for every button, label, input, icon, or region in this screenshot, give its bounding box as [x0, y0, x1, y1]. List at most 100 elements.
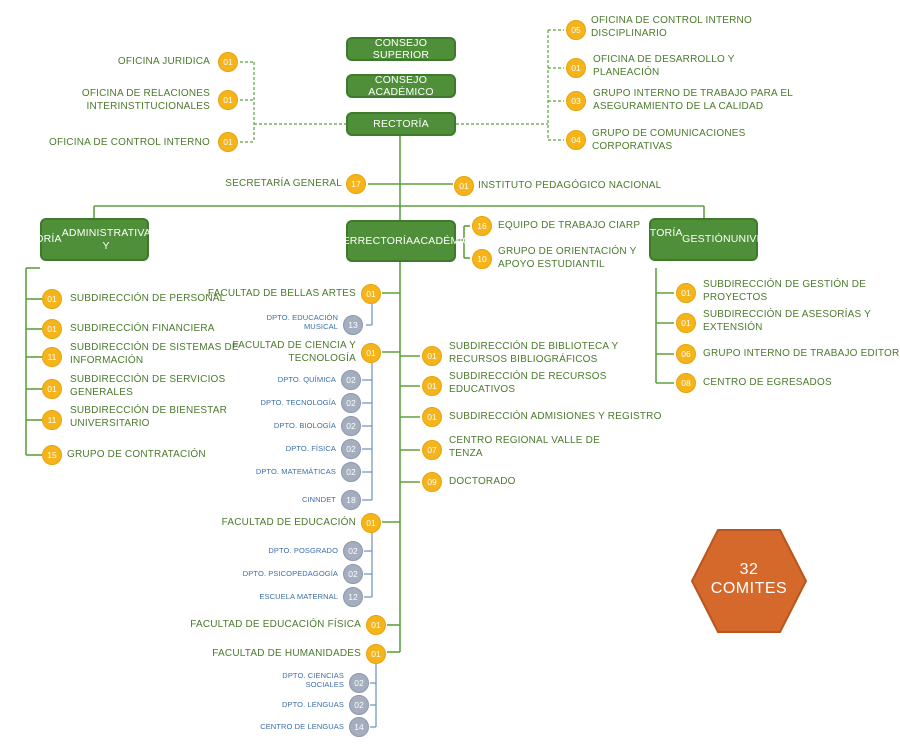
academica-item-count: 01 [422, 376, 442, 396]
departamento-count: 02 [343, 564, 363, 584]
comites-hexagon [690, 529, 808, 633]
departamento-label: ESCUELA MATERNAL [259, 592, 338, 601]
facultad-label-line: FACULTAD DE EDUCACIÓN [221, 517, 356, 528]
control-interno-count: 01 [218, 132, 238, 152]
gestion-item-count: 01 [676, 313, 696, 333]
vicerrectoria-administrativa-box-line: VICERRECTORÍA [0, 233, 62, 246]
departamento-label-line: CINNDET [301, 495, 336, 504]
admin-item-count: 15 [42, 445, 62, 465]
desarrollo-planeacion-count: 01 [566, 58, 586, 78]
departamento-label-line: DPTO. PSICOPEDAGOGÍA [242, 569, 338, 578]
departamento-label: DPTO. POSGRADO [268, 546, 338, 555]
instituto-pedagogico-label: INSTITUTO PEDAGÓGICO NACIONAL [478, 180, 662, 191]
orientacion-label-line: APOYO ESTUDIANTIL [498, 258, 605, 270]
facultad-label-line: FACULTAD DE EDUCACIÓN FÍSICA [190, 619, 361, 630]
departamento-label: DPTO. FÍSICA [286, 444, 336, 453]
facultad-count: 01 [366, 644, 386, 664]
academica-item-label-line: RECURSOS BIBLIOGRÁFICOS [449, 353, 598, 365]
gestion-item-count: 08 [676, 373, 696, 393]
departamento-count: 13 [343, 315, 363, 335]
gestion-item-count: 01 [676, 283, 696, 303]
academica-item-label-line: CENTRO REGIONAL VALLE DE [449, 435, 600, 446]
control-disciplinario-label-line: DISCIPLINARIO [591, 27, 667, 39]
admin-item-count: 01 [42, 379, 62, 399]
aseguramiento-calidad-count: 03 [566, 91, 586, 111]
facultad-count: 01 [361, 343, 381, 363]
admin-item-label-line: INFORMACIÓN [70, 354, 144, 366]
facultad-label: FACULTAD DE EDUCACIÓN FÍSICA [190, 619, 361, 632]
facultad-label: FACULTAD DE BELLAS ARTES [208, 288, 356, 301]
academica-item-count: 01 [422, 407, 442, 427]
departamento-label-line: DPTO. TECNOLOGÍA [260, 398, 336, 407]
facultad-label-line: FACULTAD DE CIENCIA Y [232, 340, 356, 351]
departamento-label-line: MUSICAL [303, 322, 338, 332]
relaciones-interinstitucionales-count: 01 [218, 90, 238, 110]
departamento-label-line: DPTO. CIENCIAS [282, 671, 344, 680]
facultad-count: 01 [361, 284, 381, 304]
relaciones-label-line1: OFICINA DE RELACIONES [81, 88, 210, 99]
vicerrectoria-gestion-box-line: UNIVERSITARIA [730, 233, 814, 246]
departamento-label-line: DPTO. LENGUAS [281, 700, 344, 709]
academica-item-label-line: SUBDIRECCIÓN DE BIBLIOTECA Y [449, 341, 619, 352]
comites-count: 32 [739, 561, 759, 578]
facultad-count: 01 [361, 513, 381, 533]
gestion-item-label-line: CENTRO DE EGRESADOS [703, 377, 832, 388]
admin-item-count: 11 [42, 347, 62, 367]
departamento-label: DPTO. TECNOLOGÍA [260, 398, 336, 407]
admin-item-count: 11 [42, 410, 62, 430]
admin-item-count: 01 [42, 289, 62, 309]
aseguramiento-calidad-label-line: GRUPO INTERNO DE TRABAJO PARA EL [593, 88, 793, 99]
academica-item-label-line: SUBDIRECCIÓN ADMISIONES Y REGISTRO [449, 411, 662, 422]
departamento-label: CENTRO DE LENGUAS [260, 722, 344, 731]
academica-item-label: SUBDIRECCIÓN ADMISIONES Y REGISTRO [449, 411, 662, 424]
academica-item-count: 01 [422, 346, 442, 366]
admin-item-label: GRUPO DE CONTRATACIÓN [67, 449, 206, 462]
ciarp-label: EQUIPO DE TRABAJO CIARP [498, 220, 641, 231]
oficina-juridica-label: OFICINA JURIDICA [117, 56, 210, 67]
departamento-label-line: ESCUELA MATERNAL [259, 592, 338, 601]
control-disciplinario-count: 05 [566, 20, 586, 40]
departamento-label-line: DPTO. BIOLOGÍA [273, 421, 336, 430]
secretaria-general-count: 17 [346, 174, 366, 194]
orientacion-label-line: GRUPO DE ORIENTACIÓN Y [498, 246, 637, 257]
desarrollo-planeacion-label-line: PLANEACIÓN [593, 66, 660, 78]
comunicaciones-label-line: GRUPO DE COMUNICACIONES [592, 128, 746, 139]
gestion-item-label: GRUPO INTERNO DE TRABAJO EDITORIAL [703, 348, 900, 361]
departamento-label: DPTO. QUÍMICA [278, 375, 336, 384]
control-interno-label: OFICINA DE CONTROL INTERNO [49, 137, 210, 148]
departamento-count: 02 [341, 439, 361, 459]
facultad-label-line: TECNOLOGÍA [288, 352, 356, 364]
oficina-juridica-count: 01 [218, 52, 238, 72]
facultad-label-line: FACULTAD DE BELLAS ARTES [207, 288, 356, 299]
departamento-count: 02 [341, 416, 361, 436]
departamento-label: DPTO. PSICOPEDAGOGÍA [243, 569, 338, 578]
relaciones-interinstitucionales-label: OFICINA DE RELACIONES INTERINSTITUCIONAL… [82, 88, 210, 113]
gestion-item-label-line: GRUPO INTERNO DE TRABAJO EDITORIAL [703, 348, 900, 359]
departamento-label: DPTO. MATEMÁTICAS [256, 467, 336, 476]
vicerrectoria-administrativa-box-line: ADMINISTRATIVA Y [61, 227, 152, 252]
departamento-label-line: CENTRO DE LENGUAS [260, 722, 344, 731]
aseguramiento-calidad-label-line: ASEGURAMIENTO DE LA CALIDAD [593, 100, 764, 112]
ciarp-count: 16 [472, 216, 492, 236]
consejo-superior-box: CONSEJO SUPERIOR [346, 37, 456, 61]
admin-item-label-line: UNIVERSITARIO [70, 417, 150, 429]
departamento-count: 12 [343, 587, 363, 607]
vicerrectoria-gestion-box-line: GESTIÓN [682, 233, 731, 246]
gestion-item-label-line: SUBDIRECCIÓN DE GESTIÓN DE [703, 279, 866, 290]
departamento-count: 02 [349, 673, 369, 693]
admin-item-count: 01 [42, 319, 62, 339]
vicerrectoria-academica-box-line: ACADÉMICA [413, 234, 478, 247]
facultad-count: 01 [366, 615, 386, 635]
academica-item-label-line: TENZA [449, 447, 483, 459]
academica-item-label-line: SUBDIRECCIÓN DE RECURSOS [449, 371, 607, 382]
admin-item-label-line: SUBDIRECCIÓN FINANCIERA [70, 323, 215, 334]
